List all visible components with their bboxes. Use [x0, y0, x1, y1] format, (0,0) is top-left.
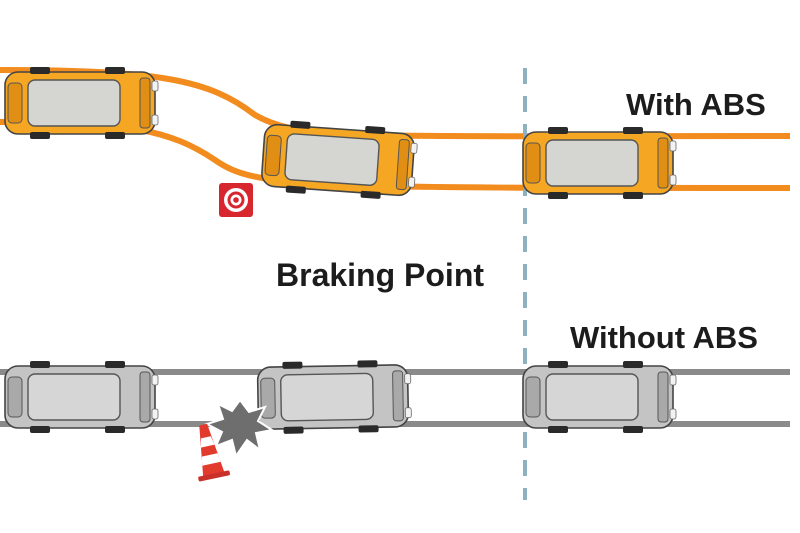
target-sign-icon [219, 183, 253, 217]
with-abs-car-1 [4, 66, 159, 140]
without-abs-car-3 [522, 360, 677, 434]
with-abs-car-3 [522, 126, 677, 200]
impact-burst-icon [204, 398, 275, 459]
with-abs-label: With ABS [626, 87, 766, 122]
braking-point-label: Braking Point [276, 257, 485, 293]
without-abs-car-2 [256, 358, 413, 436]
without-abs-label: Without ABS [570, 320, 758, 355]
without-abs-car-1 [4, 360, 159, 434]
traffic-cone-icon [198, 423, 230, 482]
with-abs-car-2 [259, 118, 420, 203]
